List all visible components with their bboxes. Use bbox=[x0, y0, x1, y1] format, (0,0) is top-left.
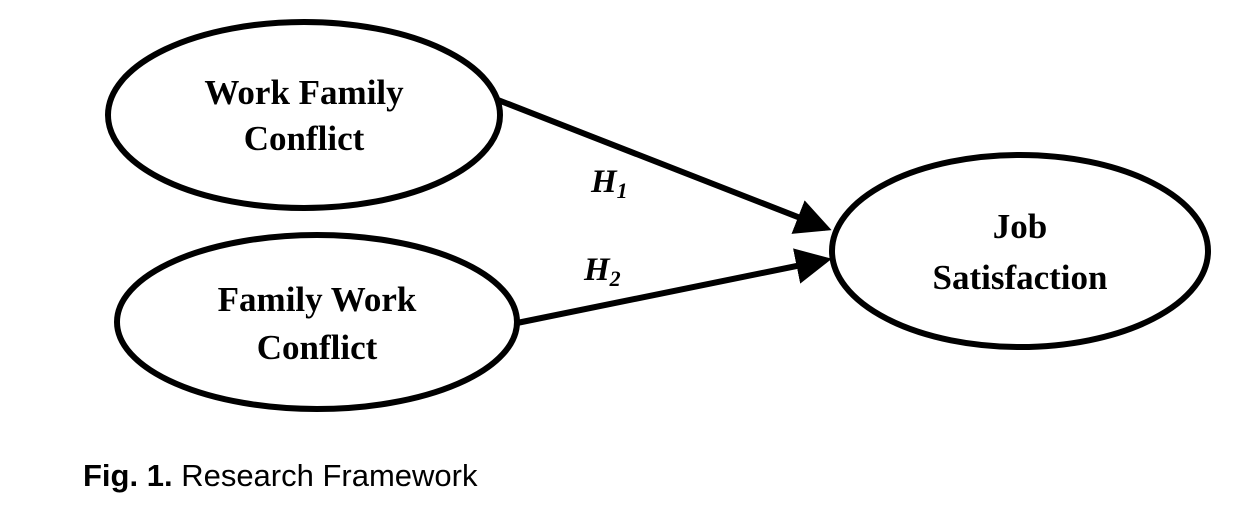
figure-caption: Fig. 1. Research Framework bbox=[83, 458, 478, 494]
h2-label: H2 bbox=[583, 252, 621, 291]
h1-arrow bbox=[496, 97, 832, 234]
node-work-family-conflict-line1: Work Family bbox=[204, 73, 404, 112]
node-family-work-conflict: Family Work Conflict bbox=[114, 232, 520, 412]
node-family-work-conflict-ellipse bbox=[114, 232, 520, 412]
h2-label-main: H bbox=[583, 252, 611, 288]
node-work-family-conflict-line2: Conflict bbox=[244, 119, 365, 158]
node-job-satisfaction-line1: Job bbox=[993, 207, 1047, 246]
figure-caption-text: Research Framework bbox=[172, 458, 478, 493]
h1-label-subscript: 1 bbox=[617, 178, 628, 203]
h1-label-main: H bbox=[590, 164, 618, 200]
h1-label: H1 bbox=[590, 164, 628, 203]
node-family-work-conflict-line2: Conflict bbox=[257, 328, 378, 367]
node-family-work-conflict-line1: Family Work bbox=[218, 280, 417, 319]
h2-label-subscript: 2 bbox=[609, 266, 621, 291]
figure-caption-label: Fig. 1. bbox=[83, 458, 173, 493]
node-work-family-conflict: Work Family Conflict bbox=[105, 19, 503, 211]
node-work-family-conflict-ellipse bbox=[105, 19, 503, 211]
node-job-satisfaction: Job Satisfaction bbox=[829, 152, 1211, 350]
node-job-satisfaction-line2: Satisfaction bbox=[933, 258, 1108, 297]
h2-arrow bbox=[511, 248, 832, 327]
node-job-satisfaction-ellipse bbox=[829, 152, 1211, 350]
